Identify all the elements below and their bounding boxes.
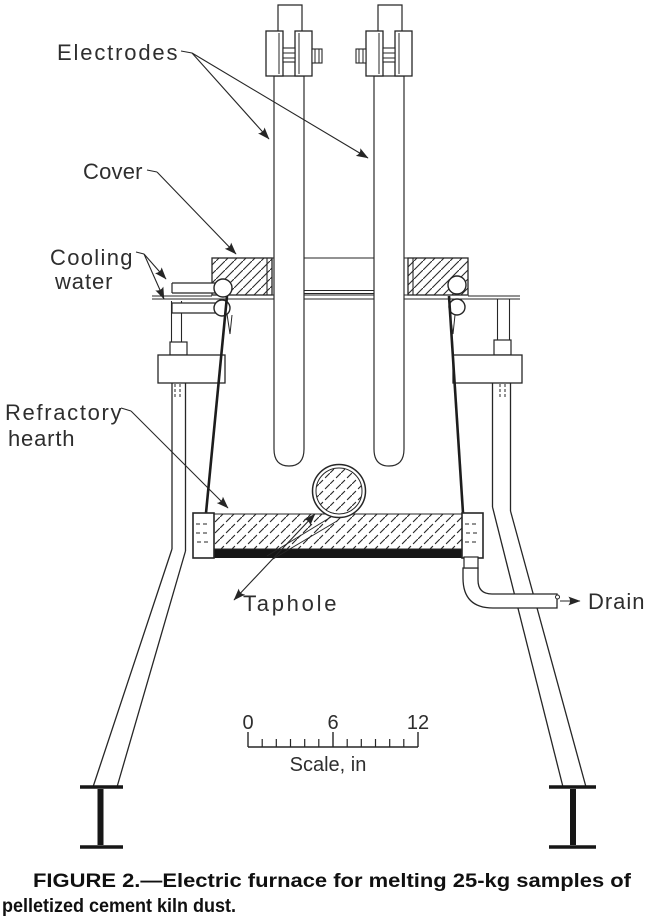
hearth-end-right [461,512,484,559]
trunnion-tab-right [493,339,512,356]
drain-pipe [462,556,560,609]
electrode-clamp-left [265,30,323,77]
cooling-tube-right-lower [448,298,466,316]
label-refractory-line2: hearth [8,426,75,451]
caption-line1: FIGURE 2.—Electric furnace for melting 2… [33,870,632,892]
leader-cooling-upper [143,253,167,280]
label-cooling-line2: water [54,269,113,294]
leader-refractory [130,410,229,509]
foot-right [549,785,596,849]
foot-left [80,785,123,849]
furnace-shell [204,295,465,514]
cooling-water-pipes [171,275,467,317]
leg-right [491,506,564,788]
leader-lines [120,50,581,606]
support-bracket-right [452,354,523,384]
label-refractory-line1: Refractory [5,400,122,425]
label-electrodes: Electrodes [57,40,178,65]
figure-caption: FIGURE 2.—Electric furnace for melting 2… [2,870,632,917]
electrode-right-rod [373,75,405,467]
scale-tick-12: 12 [407,712,429,734]
taphole [266,463,367,560]
refractory-hearth [192,512,484,559]
label-cover: Cover [83,159,143,184]
clamp-bolt-left [282,47,296,63]
label-drain: Drain [588,589,645,614]
taphole-plug [315,467,363,515]
electrode-left [265,4,323,467]
support-bracket-left [157,354,226,384]
cooling-tube-left-upper [213,278,233,298]
leader-electrode-right [191,52,369,159]
hearth-slab [213,513,463,550]
scale-tick-0: 0 [242,712,253,734]
stand-right [452,339,596,849]
cooling-tube-right-upper [447,275,467,295]
stand-left [80,341,226,849]
scale-tick-6: 6 [327,712,338,734]
leader-electrode-left [191,52,270,140]
electrode-right [355,4,413,467]
clamp-nut-left [311,48,323,64]
label-taphole: Taphole [243,591,337,616]
label-cooling-line1: Cooling [50,245,133,270]
leg-left [92,548,173,788]
trunnion-tab-left [169,341,188,356]
hearth-end-left [192,512,215,559]
scale-bar: 0 6 12 Scale, in [242,712,429,776]
clamp-bolt-right [382,47,396,63]
furnace-cover [211,257,469,296]
electrode-clamp-right [355,30,413,77]
leader-cooling-lower [143,253,165,300]
scale-label: Scale, in [290,754,367,776]
leader-taphole [233,513,316,601]
clamp-nut-right [355,48,367,64]
hearth-bottom-plate [196,549,481,558]
leader-cover [156,171,237,255]
caption-line2: pelletized cement kiln dust. [2,895,236,917]
electrode-left-rod [273,75,305,467]
